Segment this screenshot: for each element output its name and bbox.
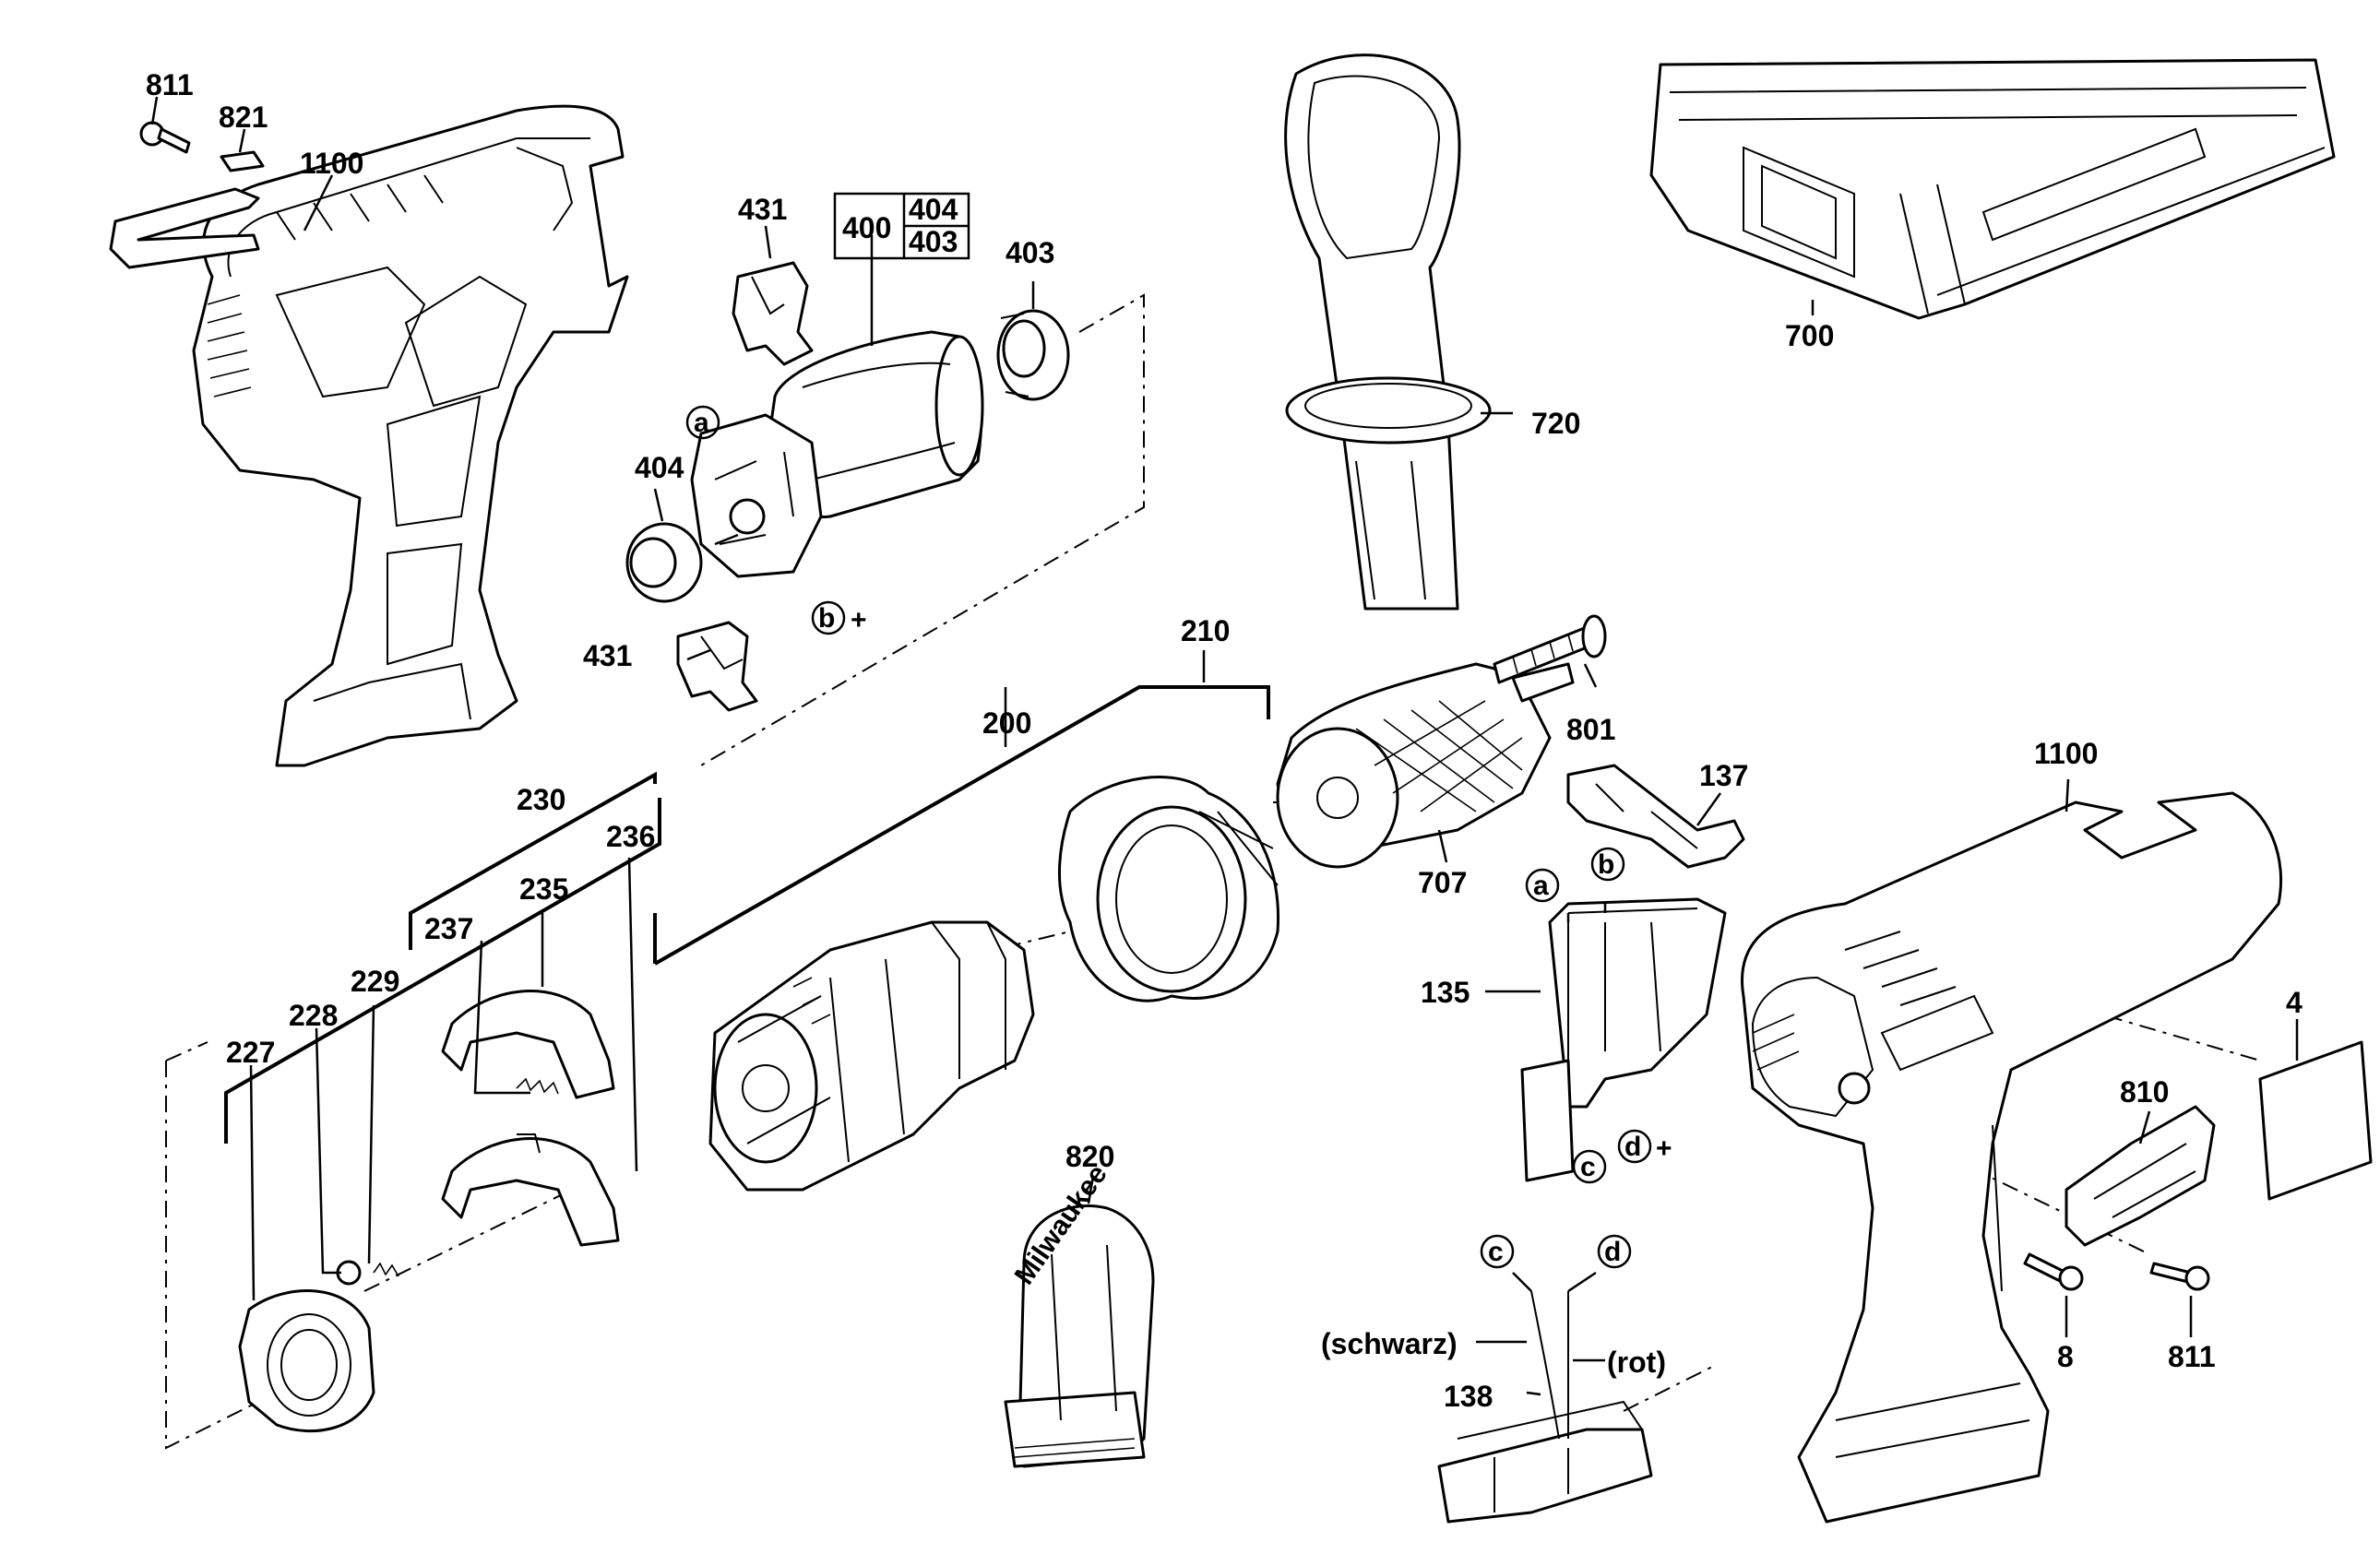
gearbox (708, 920, 1035, 1192)
part-label-801: 801 (1566, 713, 1615, 746)
part-label-137: 137 (1699, 759, 1748, 792)
part-label-403-box: 403 (909, 225, 958, 258)
part-label-720: 720 (1531, 407, 1580, 440)
marker-d-contact: d (1597, 1234, 1632, 1269)
spring-229 (373, 1262, 399, 1277)
svg-text:d: d (1624, 1132, 1641, 1162)
screw-811-top (139, 121, 191, 154)
belt-clip (109, 150, 265, 269)
part-label-138: 138 (1444, 1380, 1493, 1413)
part-label-227: 227 (226, 1036, 275, 1069)
part-label-210: 210 (1181, 614, 1230, 647)
marker-c-contact: c (1480, 1234, 1515, 1269)
svg-text:a: a (1533, 871, 1549, 901)
marker-c-switch: c (1572, 1149, 1607, 1184)
housing-half-left (192, 104, 629, 767)
marker-a-motor: a (685, 405, 720, 440)
battery-contact-block (1437, 1271, 1653, 1524)
drill-chuck (1276, 662, 1575, 869)
part-label-820: 820 (1065, 1140, 1114, 1173)
part-label-235: 235 (519, 872, 568, 906)
adjusting-ring (1057, 776, 1280, 1002)
part-label-229: 229 (351, 965, 399, 998)
part-label-228: 228 (289, 999, 338, 1032)
part-label-230: 230 (517, 783, 565, 816)
screw-8 (2023, 1252, 2084, 1291)
part-label-135: 135 (1421, 976, 1470, 1009)
switch-slider (1566, 764, 1745, 869)
marker-a-switch: a (1525, 868, 1560, 903)
bearing-404 (625, 522, 703, 603)
carry-case (1649, 58, 2336, 320)
svg-text:b: b (1598, 849, 1614, 880)
part-label-200: 200 (982, 706, 1031, 740)
part-label-4: 4 (2286, 986, 2303, 1019)
part-label-431-top: 431 (738, 193, 787, 226)
screw-811-bottom (2149, 1262, 2210, 1291)
wire-label-rot: (rot) (1607, 1346, 1666, 1379)
part-label-237: 237 (424, 912, 473, 945)
motor-assembly (690, 330, 984, 578)
part-label-431-bottom: 431 (583, 639, 632, 672)
part-label-1100-left: 1100 (300, 147, 363, 180)
screw-801 (1493, 614, 1607, 684)
brush-holder-top (732, 261, 814, 366)
marker-d-switch: d + (1617, 1129, 1672, 1164)
svg-text:a: a (694, 408, 709, 438)
clutch-ring-227 (238, 1289, 375, 1432)
clutch-cover-236 (441, 1133, 620, 1247)
spring-237 (516, 1077, 559, 1095)
part-label-403: 403 (1006, 236, 1054, 269)
brush-holder-bottom (676, 621, 758, 712)
part-label-810: 810 (2120, 1075, 2169, 1109)
part-label-1100-right: 1100 (2034, 737, 2098, 770)
svg-text:c: c (1580, 1152, 1596, 1182)
part-label-707: 707 (1418, 866, 1467, 899)
part-label-8: 8 (2057, 1340, 2074, 1373)
clutch-cover-235 (441, 990, 615, 1099)
part-label-811-bottom: 811 (2168, 1340, 2216, 1373)
part-label-404-box: 404 (909, 193, 958, 226)
marker-b-switch: b (1590, 847, 1625, 882)
bearing-403 (996, 309, 1070, 401)
part-labels: 811 821 1100 431 400 404 403 403 404 431… (146, 68, 2303, 1413)
svg-text:c: c (1488, 1237, 1504, 1267)
connection-markers: a b + a b c d + c d (685, 405, 1672, 1269)
group-brackets (224, 192, 1270, 1144)
part-label-821: 821 (219, 101, 268, 134)
part-label-404: 404 (635, 451, 684, 484)
housing-assembled (1741, 791, 2283, 1524)
part-label-811-top: 811 (146, 68, 194, 101)
svg-text:d: d (1604, 1237, 1621, 1267)
trigger-switch (1520, 897, 1727, 1182)
part-label-400: 400 (842, 211, 891, 244)
label-plate (2258, 1040, 2373, 1201)
clip-810 (2065, 1105, 2216, 1247)
leader-lines (150, 96, 2299, 1396)
marker-b-motor-plus: + (851, 605, 867, 635)
marker-d-switch-plus: + (1656, 1133, 1672, 1164)
part-label-700: 700 (1785, 319, 1834, 352)
svg-text:b: b (818, 603, 835, 634)
wire-label-schwarz: (schwarz) (1321, 1327, 1458, 1360)
marker-b-motor: b + (811, 600, 867, 635)
part-label-236: 236 (606, 820, 655, 853)
side-handle (1284, 53, 1513, 611)
work-light: Milwaukee (1004, 1159, 1155, 1468)
